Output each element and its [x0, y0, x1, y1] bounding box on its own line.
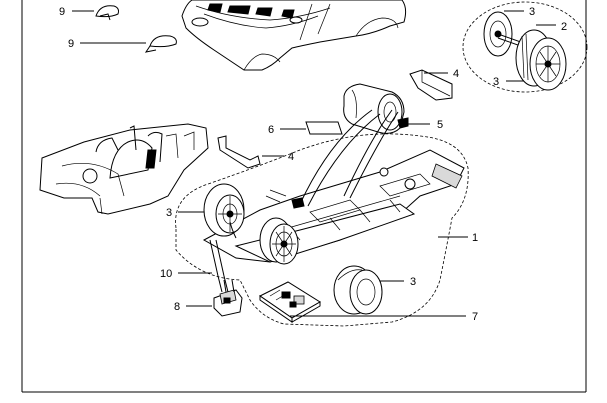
- callout-8: 8: [174, 301, 180, 313]
- callout-7: 7: [472, 311, 478, 323]
- lead-wire: [209, 221, 237, 293]
- leader-lines: [72, 10, 556, 317]
- guide-plate: [305, 121, 343, 135]
- callout-labels: 9 9 3 2 3 4 6 5 4 3 1 10 8 3 7: [59, 6, 567, 323]
- callout-10: 10: [160, 268, 172, 280]
- chassis-front-wheel: [259, 217, 299, 265]
- chassis-rear-wheel: [203, 183, 245, 237]
- callout-9-top: 9: [59, 6, 65, 18]
- callout-3-axle: 3: [493, 76, 499, 88]
- loose-tyre: [333, 265, 383, 315]
- callout-3-top-right: 3: [529, 6, 535, 18]
- bracket-left: [217, 135, 261, 169]
- callout-1: 1: [472, 232, 478, 244]
- circuit-board: [259, 281, 321, 323]
- side-mirror-top: [95, 5, 119, 21]
- side-mirror-left: [144, 35, 177, 53]
- interior-tray: [39, 123, 209, 215]
- callout-6: 6: [268, 124, 274, 136]
- callout-5: 5: [437, 119, 443, 131]
- car-body-shell: [181, 0, 407, 71]
- rear-axle-assembly: [462, 1, 588, 93]
- callout-3-tyre: 3: [410, 276, 416, 288]
- callout-2: 2: [561, 21, 567, 33]
- guide-blade: [213, 279, 243, 317]
- bracket-right: [409, 69, 453, 101]
- callout-9-left: 9: [68, 38, 74, 50]
- callout-4-left: 4: [288, 151, 294, 163]
- body-vents: [207, 3, 295, 19]
- callout-3-chassis: 3: [166, 207, 172, 219]
- callout-4-right: 4: [453, 68, 459, 80]
- diagram-frame: [21, 0, 587, 393]
